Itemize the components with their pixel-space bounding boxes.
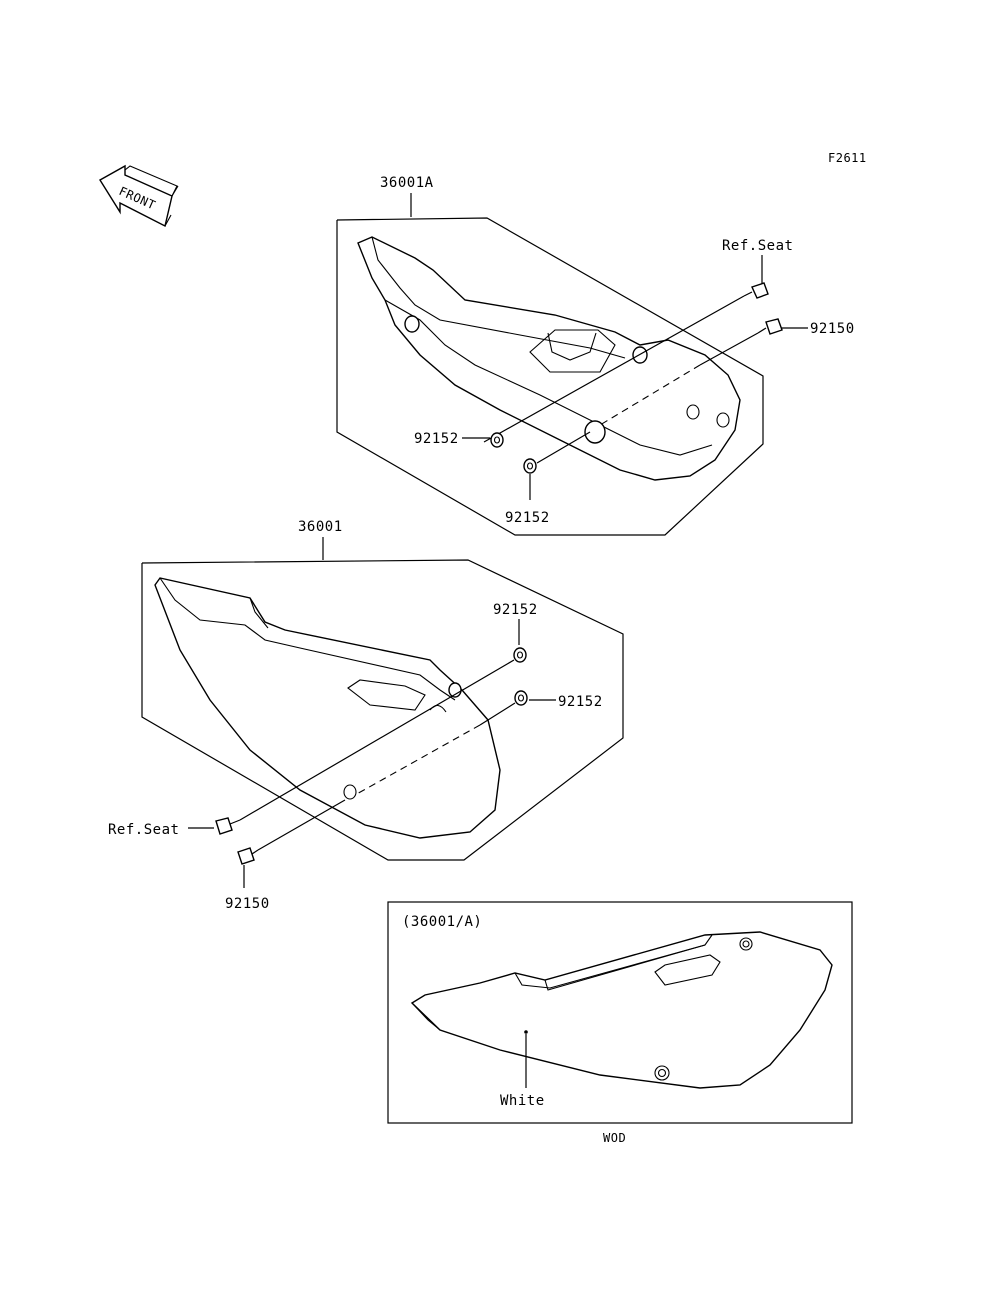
bolt-icon	[757, 318, 783, 335]
part-label-36001: 36001	[298, 519, 343, 535]
inset-heading: (36001/A)	[402, 914, 482, 930]
mount-boss-icon	[343, 682, 462, 800]
side-cover-36001	[154, 577, 501, 839]
washer-icon	[490, 432, 504, 448]
bolt-label-92150-a: 92150	[810, 321, 855, 337]
ref-seat-label-b: Ref.Seat	[108, 822, 179, 838]
washer-icon	[514, 690, 528, 706]
assembly-36001a: 36001A Ref.Seat 92150	[336, 175, 855, 536]
mount-boss-icon	[404, 315, 730, 444]
color-marker-dot	[524, 1030, 528, 1034]
mount-boss-icon	[654, 937, 753, 1081]
washer-label-92152-a1: 92152	[414, 431, 459, 447]
part-label-36001a: 36001A	[380, 175, 434, 191]
ref-seat-label-a: Ref.Seat	[722, 238, 793, 254]
inset-caption: WOD	[603, 1131, 626, 1145]
color-inset: (36001/A) White	[387, 901, 853, 1124]
bolt-icon	[237, 847, 259, 865]
inset-frame	[387, 901, 853, 1124]
side-cover-white	[410, 931, 833, 1089]
side-cover-36001a	[357, 236, 741, 481]
figure-code: F2611	[828, 151, 867, 165]
bolt-label-92150-b: 92150	[225, 896, 270, 912]
washer-label-92152-a2: 92152	[505, 510, 550, 526]
assembly-36001: 36001 92152 92152	[108, 519, 624, 912]
washer-icon	[523, 458, 537, 474]
bolt-icon	[743, 282, 769, 299]
bolt-icon	[215, 817, 241, 835]
front-arrow-icon: FRONT	[99, 164, 179, 228]
washer-icon	[513, 647, 527, 663]
color-note: White	[500, 1093, 545, 1109]
washer-label-92152-b1: 92152	[493, 602, 538, 618]
washer-label-92152-b2: 92152	[558, 694, 603, 710]
